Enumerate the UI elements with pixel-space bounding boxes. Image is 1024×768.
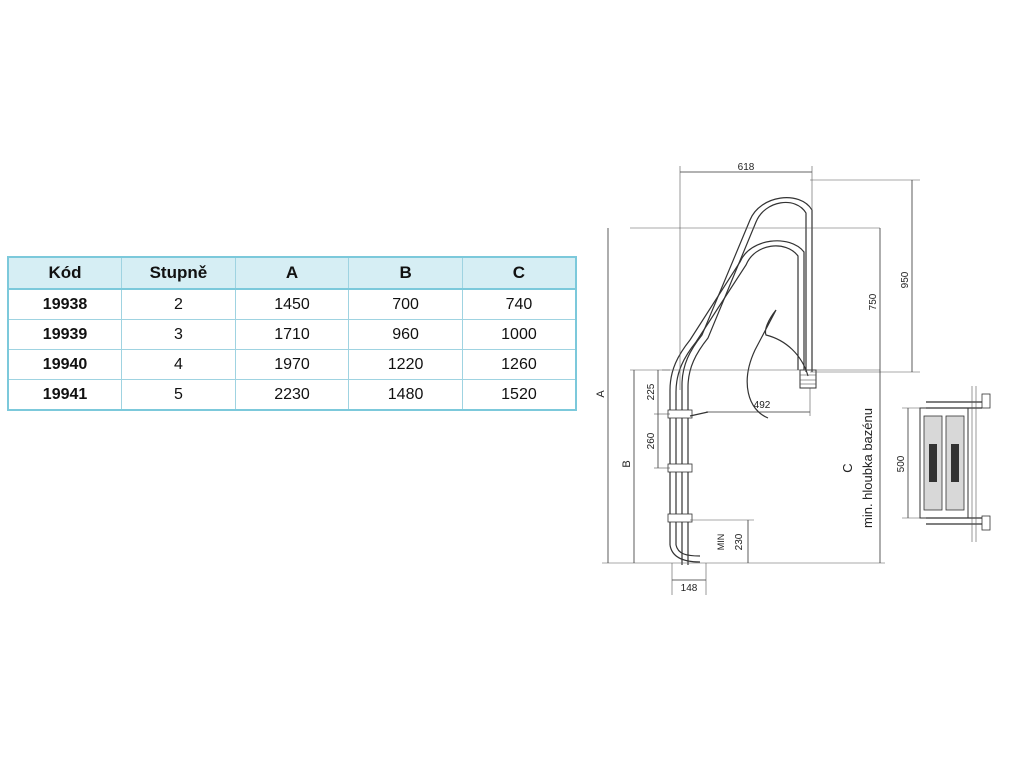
cell-code: 19939 bbox=[7, 319, 123, 350]
cell-steps: 3 bbox=[121, 319, 236, 350]
dim-width-top: 618 bbox=[679, 162, 813, 390]
cell-a: 2230 bbox=[234, 379, 350, 411]
cell-steps: 4 bbox=[121, 349, 236, 380]
dim-c: C min. hloubka bazénu bbox=[840, 370, 881, 563]
specification-table: Kód Stupně A B C 19938 2 1450 700 740 19… bbox=[7, 256, 577, 411]
cell-c: 1260 bbox=[461, 349, 577, 380]
ladder-rail-bottom bbox=[669, 544, 701, 563]
dim-step-260: 260 bbox=[646, 414, 670, 469]
cell-code: 19938 bbox=[7, 288, 123, 320]
table-header-row: Kód Stupně A B C bbox=[7, 257, 577, 290]
dim-b: B bbox=[621, 369, 670, 563]
ladder-rails bbox=[669, 197, 813, 565]
cell-a: 1450 bbox=[234, 288, 350, 320]
cell-a: 1970 bbox=[234, 349, 350, 380]
label-260: 260 bbox=[646, 432, 657, 449]
dim-offset-492: 492 bbox=[706, 388, 811, 416]
cell-steps: 2 bbox=[121, 288, 236, 320]
dim-height-750: 750 bbox=[868, 228, 881, 370]
cell-c: 1520 bbox=[461, 379, 577, 411]
cell-a: 1710 bbox=[234, 319, 350, 350]
dim-a: A bbox=[595, 228, 609, 563]
label-225: 225 bbox=[646, 383, 657, 400]
label-492: 492 bbox=[754, 400, 771, 411]
table-row: 19938 2 1450 700 740 bbox=[7, 288, 577, 320]
depth-label: min. hloubka bazénu bbox=[860, 408, 875, 528]
cell-steps: 5 bbox=[121, 379, 236, 411]
table-row: 19941 5 2230 1480 1520 bbox=[7, 379, 577, 411]
ladder-technical-drawing: 618 950 750 492 A B 225 260 MIN bbox=[595, 162, 991, 595]
header-a: A bbox=[234, 257, 350, 290]
label-950: 950 bbox=[900, 271, 911, 288]
dim-step-225: 225 bbox=[646, 370, 670, 415]
label-500: 500 bbox=[896, 455, 907, 472]
cell-b: 700 bbox=[348, 288, 463, 320]
cell-c: 1000 bbox=[461, 319, 577, 350]
label-a: A bbox=[595, 390, 607, 398]
ladder-rail-front bbox=[669, 240, 805, 545]
cell-b: 960 bbox=[348, 319, 463, 350]
cell-b: 1220 bbox=[348, 349, 463, 380]
label-750: 750 bbox=[868, 293, 879, 310]
header-b: B bbox=[348, 257, 463, 290]
label-230: 230 bbox=[734, 533, 745, 550]
cell-code: 19941 bbox=[7, 379, 123, 411]
dim-min-230: MIN 230 bbox=[690, 519, 754, 563]
anchor-socket bbox=[799, 369, 817, 389]
label-b: B bbox=[621, 460, 633, 467]
label-618: 618 bbox=[738, 162, 755, 173]
header-stupne: Stupně bbox=[121, 257, 236, 290]
ladder-rail-front-inner bbox=[675, 245, 799, 545]
header-kod: Kód bbox=[7, 257, 123, 290]
label-min: MIN bbox=[716, 534, 726, 551]
ladder-rail-back-inner bbox=[687, 201, 807, 565]
label-c: C bbox=[840, 463, 855, 472]
cell-c: 740 bbox=[461, 288, 577, 320]
header-c: C bbox=[461, 257, 577, 290]
dim-height-950: 950 bbox=[900, 180, 913, 372]
table-row: 19940 4 1970 1220 1260 bbox=[7, 349, 577, 380]
table-row: 19939 3 1710 960 1000 bbox=[7, 319, 577, 350]
dim-width-148: 148 bbox=[671, 563, 707, 595]
cell-b: 1480 bbox=[348, 379, 463, 411]
cell-code: 19940 bbox=[7, 349, 123, 380]
label-148: 148 bbox=[681, 583, 698, 594]
step-detail: 500 bbox=[896, 386, 991, 542]
ladder-rail-back bbox=[681, 197, 813, 565]
